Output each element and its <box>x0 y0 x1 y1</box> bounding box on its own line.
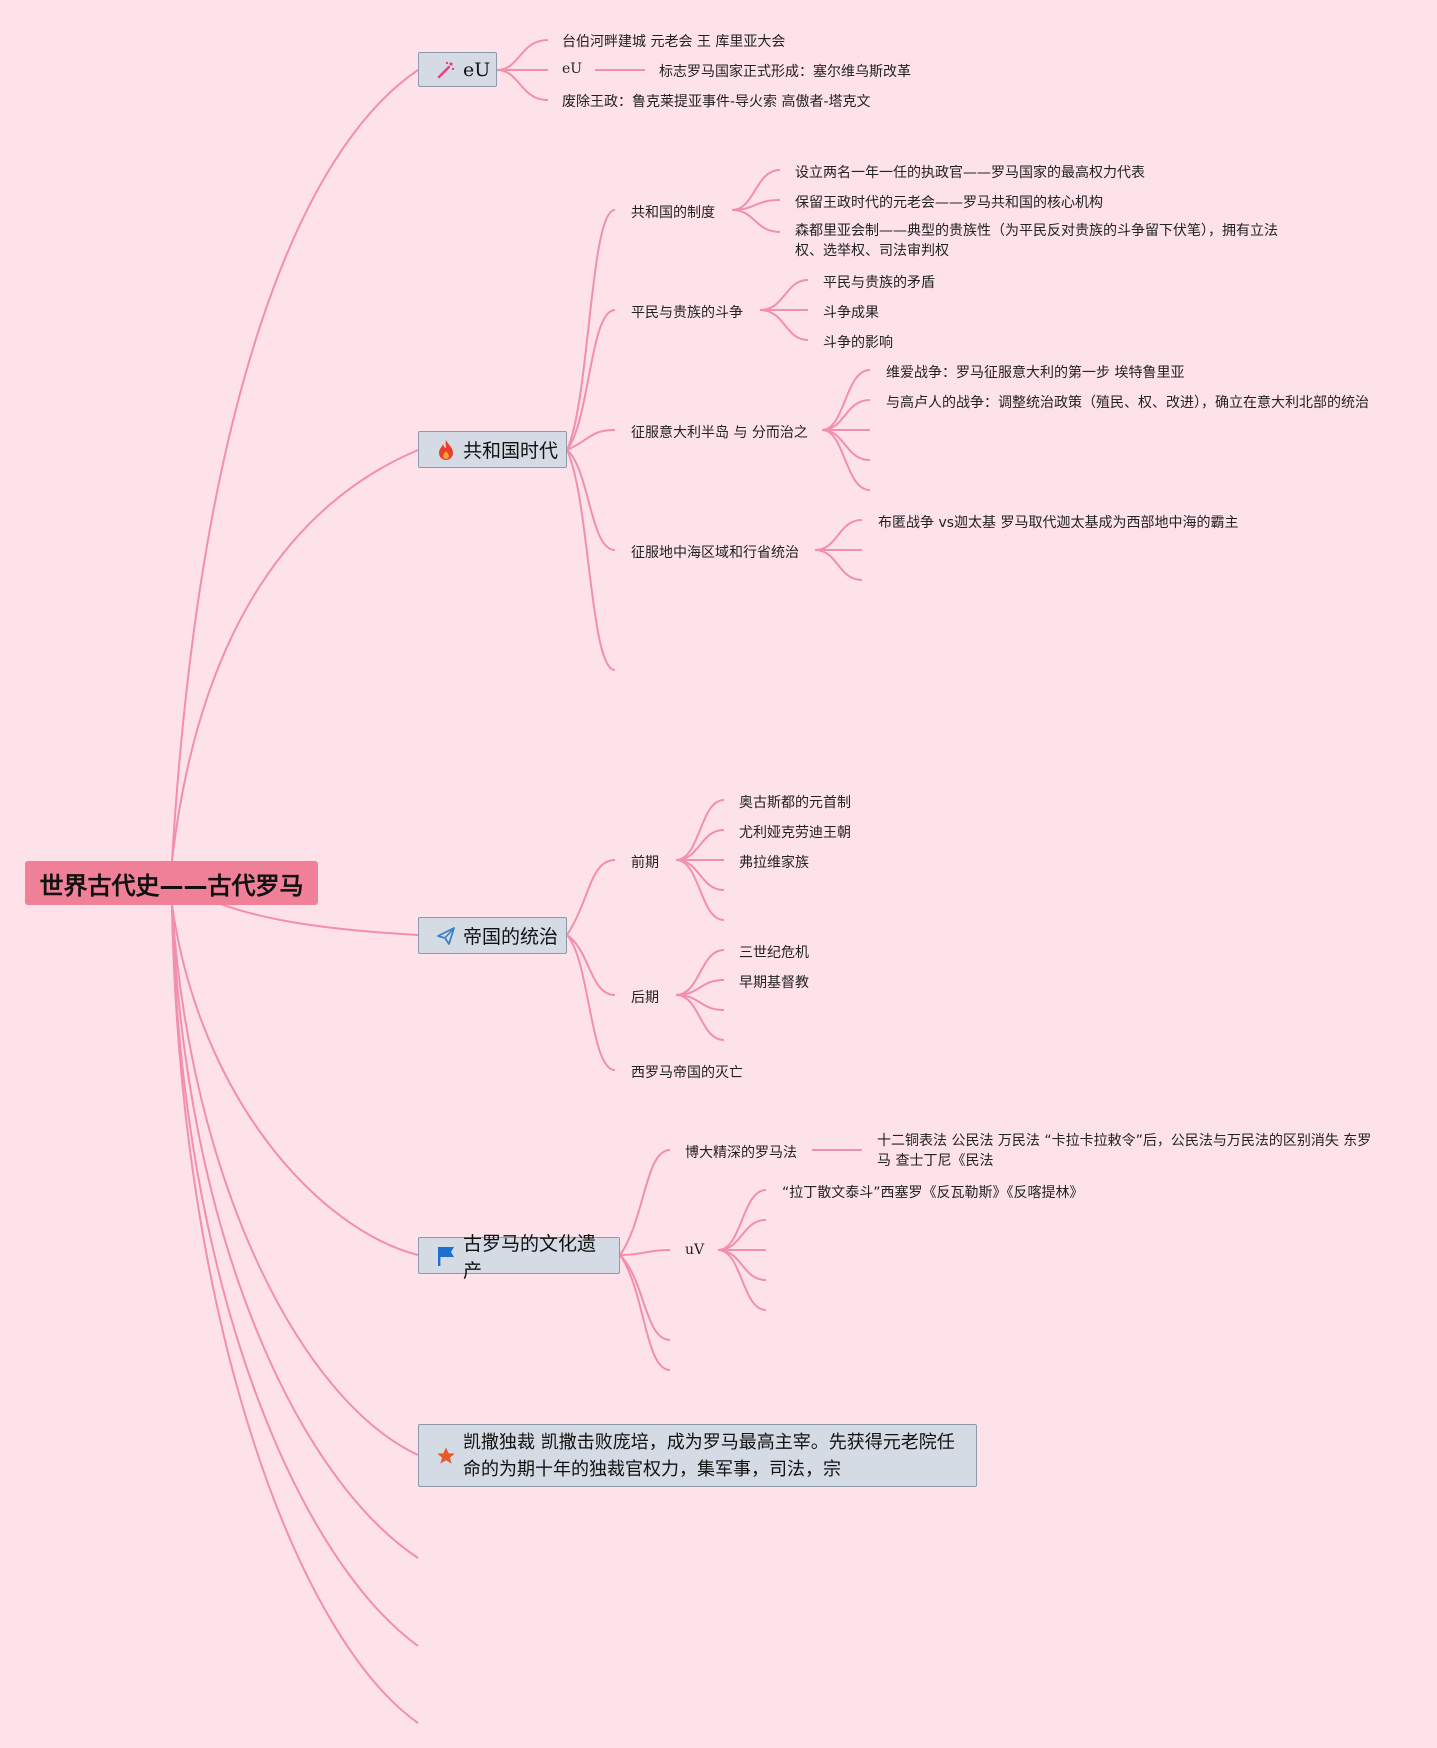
link-root-empty-1 <box>171 904 419 1559</box>
empire-fall-label[interactable]: 西罗马帝国的灭亡 <box>631 1065 743 1081</box>
link-early-5 <box>675 859 725 921</box>
link-rep-italy <box>566 429 616 451</box>
link-cul-law <box>619 1149 671 1256</box>
late-item-2[interactable]: 早期基督教 <box>739 975 809 991</box>
root-title: 世界古代史——古代罗马 <box>39 871 304 900</box>
italy-item-1[interactable]: 维爱战争：罗马征服意大利的第一步 埃特鲁里亚 <box>886 365 1185 381</box>
eu-item-3[interactable]: 废除王政：鲁克莱提亚事件-导火索 高傲者-塔克文 <box>562 94 871 110</box>
system-item-3[interactable]: 森都里亚会制——典型的贵族性（为平民反对贵族的斗争留下伏笔），拥有立法权、选举权… <box>795 223 1278 259</box>
system-item-2[interactable]: 保留王政时代的元老会——罗马共和国的核心机构 <box>795 195 1103 211</box>
link-cul-empty-2 <box>619 1254 671 1371</box>
italy-item-2[interactable]: 与高卢人的战争：调整统治政策（殖民、权、改进），确立在意大利北部的统治 <box>886 395 1369 411</box>
topic-republic-title: 共和国时代 <box>463 440 559 462</box>
link-ita-5 <box>821 429 871 491</box>
link-str-1 <box>759 279 809 311</box>
link-sys-3 <box>731 209 781 233</box>
topic-culture-title: 古罗马的文化遗产 <box>463 1232 597 1282</box>
link-early-4 <box>675 859 725 891</box>
topic-empire[interactable]: 帝国的统治 <box>418 917 567 954</box>
struggle-item-1[interactable]: 平民与贵族的矛盾 <box>823 275 935 291</box>
empire-late-label[interactable]: 后期 <box>631 990 659 1006</box>
link-root-republic <box>171 449 419 862</box>
eu-item-1[interactable]: 台伯河畔建城 元老会 王 库里亚大会 <box>562 34 786 50</box>
topic-eu[interactable]: eU <box>418 52 497 87</box>
link-ita-2 <box>821 399 871 431</box>
link-cul-uv <box>619 1249 671 1256</box>
topic-empire-title: 帝国的统治 <box>463 926 559 948</box>
topic-eu-title: eU <box>463 58 491 81</box>
topic-caesar[interactable]: 凯撒独裁 凯撒击败庞培，成为罗马最高主宰。先获得元老院任命的为期十年的独裁官权力… <box>418 1424 977 1487</box>
republic-system-label[interactable]: 共和国的制度 <box>631 205 715 221</box>
root-topic[interactable]: 世界古代史——古代罗马 <box>25 861 318 905</box>
link-str-3 <box>759 309 809 341</box>
culture-uv-label[interactable]: uV <box>685 1242 705 1258</box>
link-root-empty-3 <box>171 904 419 1724</box>
link-late-4 <box>675 994 725 1041</box>
link-eu-1 <box>496 39 549 71</box>
star-icon <box>435 1445 457 1467</box>
link-uv-4 <box>717 1249 767 1281</box>
link-rep-med <box>566 449 616 551</box>
paper-plane-icon <box>435 925 457 947</box>
link-rep-empty <box>566 449 616 671</box>
link-root-eu <box>171 69 419 862</box>
early-item-2[interactable]: 尤利娅克劳迪王朝 <box>739 825 851 841</box>
link-uv-2 <box>717 1219 767 1251</box>
flag-icon <box>435 1245 457 1267</box>
fire-icon <box>435 439 457 461</box>
link-emp-early <box>566 859 616 936</box>
topic-republic[interactable]: 共和国时代 <box>418 431 567 468</box>
topic-culture[interactable]: 古罗马的文化遗产 <box>418 1233 620 1282</box>
link-emp-fall <box>566 934 616 1071</box>
system-item-1[interactable]: 设立两名一年一任的执政官——罗马国家的最高权力代表 <box>795 165 1145 181</box>
link-uv-5 <box>717 1249 767 1311</box>
late-item-1[interactable]: 三世纪危机 <box>739 945 809 961</box>
empire-early-label[interactable]: 前期 <box>631 855 659 871</box>
link-ita-4 <box>821 429 871 461</box>
struggle-item-3[interactable]: 斗争的影响 <box>823 335 893 351</box>
struggle-item-2[interactable]: 斗争成果 <box>823 305 879 321</box>
link-early-2 <box>675 829 725 861</box>
link-uv-1 <box>717 1189 767 1251</box>
republic-med-label[interactable]: 征服地中海区域和行省统治 <box>631 545 799 561</box>
magic-wand-icon <box>435 59 457 81</box>
link-root-empty-2 <box>171 904 419 1647</box>
link-early-1 <box>675 799 725 861</box>
early-item-3[interactable]: 弗拉维家族 <box>739 855 809 871</box>
link-root-caesar <box>171 904 419 1456</box>
link-emp-late <box>566 934 616 996</box>
eu-item-2[interactable]: eU <box>562 61 583 77</box>
eu-child-item[interactable]: 标志罗马国家正式形成：塞尔维乌斯改革 <box>659 64 911 80</box>
link-eu-3 <box>496 69 549 101</box>
republic-struggle-label[interactable]: 平民与贵族的斗争 <box>631 305 743 321</box>
culture-law-label[interactable]: 博大精深的罗马法 <box>685 1145 797 1161</box>
link-med-3 <box>814 549 863 581</box>
link-ita-1 <box>821 369 871 431</box>
link-cul-empty-1 <box>619 1254 671 1341</box>
culture-law-detail[interactable]: 十二铜表法 公民法 万民法 “卡拉卡拉敕令”后，公民法与万民法的区别消失 东罗马… <box>877 1133 1372 1169</box>
republic-italy-label[interactable]: 征服意大利半岛 与 分而治之 <box>631 425 808 441</box>
link-med-1 <box>814 519 863 551</box>
link-root-culture <box>171 904 419 1256</box>
link-rep-system <box>566 209 616 451</box>
topic-caesar-title: 凯撒独裁 凯撒击败庞培，成为罗马最高主宰。先获得元老院任命的为期十年的独裁官权力… <box>463 1431 955 1480</box>
med-item-1[interactable]: 布匿战争 vs迦太基 罗马取代迦太基成为西部地中海的霸主 <box>878 515 1239 531</box>
early-item-1[interactable]: 奥古斯都的元首制 <box>739 795 851 811</box>
link-rep-struggle <box>566 309 616 451</box>
uv-item-1[interactable]: “拉丁散文泰斗”西塞罗《反瓦勒斯》《反喀提林》 <box>782 1185 1084 1201</box>
